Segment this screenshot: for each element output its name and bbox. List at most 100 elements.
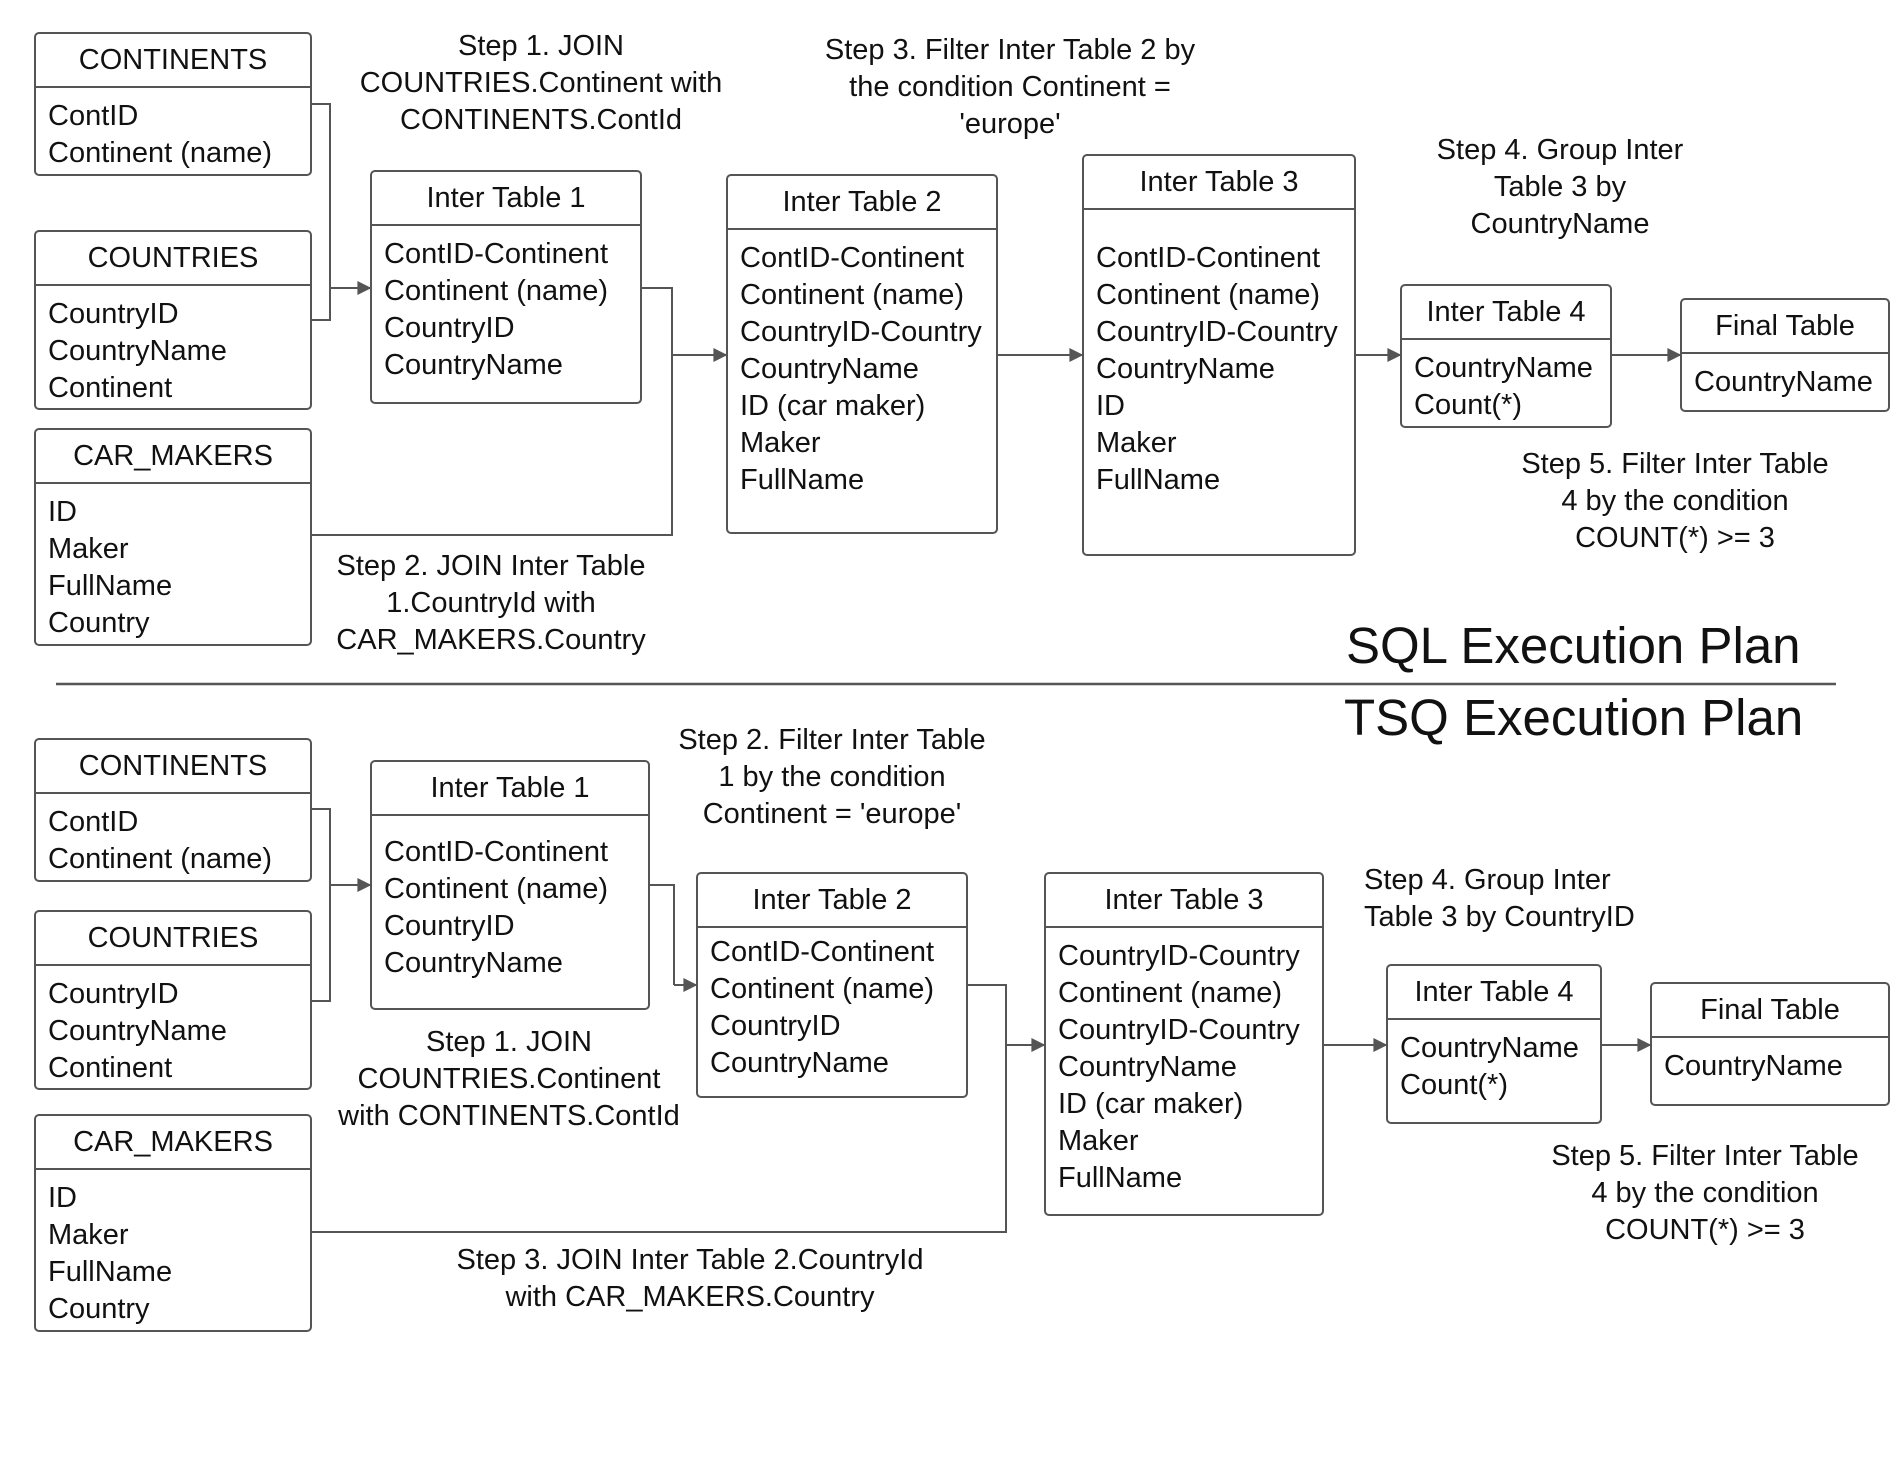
field: Maker <box>48 533 129 565</box>
tsq-plan-title: TSQ Execution Plan <box>1344 689 1804 746</box>
tsq-final-table: Final Table CountryName <box>1650 982 1890 1106</box>
field: CountryName <box>1414 352 1593 384</box>
note-line: COUNT(*) >= 3 <box>1605 1214 1805 1246</box>
field: Count(*) <box>1414 389 1522 421</box>
table-header: Inter Table 2 <box>698 874 966 928</box>
field: CountryName <box>710 1047 889 1079</box>
note-line: CAR_MAKERS.Country <box>336 624 646 656</box>
field-list: ContID Continent (name) <box>36 88 310 172</box>
field: FullName <box>48 1256 173 1288</box>
tsq-inter-table-4: Inter Table 4 CountryName Count(*) <box>1386 964 1602 1124</box>
field: CountryName <box>740 353 919 385</box>
table-header: CAR_MAKERS <box>36 1116 310 1170</box>
field-list: ContID-Continent Continent (name) Countr… <box>1084 210 1354 499</box>
tsq-step-3-note: Step 3. JOIN Inter Table 2.CountryId wit… <box>430 1242 950 1316</box>
field-list: ContID-Continent Continent (name) Countr… <box>372 816 648 982</box>
sql-connector-continents-to-inter1 <box>310 103 331 288</box>
note-line: COUNTRIES.Continent with <box>359 67 723 99</box>
table-header: Inter Table 2 <box>728 176 996 230</box>
tsq-table-continents: CONTINENTS ContID Continent (name) <box>34 738 312 882</box>
field: FullName <box>48 570 173 602</box>
note-line: CONTINENTS.ContId <box>400 104 682 136</box>
tsq-step-4-note: Step 4. Group Inter Table 3 by CountryID <box>1364 862 1635 936</box>
note-line: with CONTINENTS.ContId <box>338 1100 680 1132</box>
tsq-connector-inter1-to-inter2 <box>648 884 675 985</box>
field-list: ContID-Continent Continent (name) Countr… <box>372 226 640 384</box>
field: CountryName <box>1400 1032 1579 1064</box>
table-header: Inter Table 4 <box>1402 286 1610 340</box>
table-header: CONTINENTS <box>36 34 310 88</box>
field: ID (car maker) <box>1058 1088 1244 1120</box>
note-line: Step 1. JOIN <box>457 30 624 62</box>
field: Country <box>48 1293 150 1325</box>
field: Continent <box>48 1052 173 1084</box>
note-line: Step 3. JOIN Inter Table 2.CountryId <box>456 1244 924 1276</box>
field: Country <box>48 607 150 639</box>
field-list: ContID-Continent Continent (name) Countr… <box>698 928 966 1082</box>
table-header: Final Table <box>1652 984 1888 1038</box>
sql-table-continents: CONTINENTS ContID Continent (name) <box>34 32 312 176</box>
field: ID <box>1096 390 1125 422</box>
field: Continent (name) <box>384 275 609 307</box>
sql-inter-table-1: Inter Table 1 ContID-Continent Continent… <box>370 170 642 404</box>
note-line: Step 5. Filter Inter Table <box>1521 448 1829 480</box>
tsq-connector-countries-to-inter1 <box>310 885 331 1002</box>
field: Continent (name) <box>1096 279 1321 311</box>
note-line: Step 4. Group Inter <box>1364 864 1611 896</box>
sql-plan-title: SQL Execution Plan <box>1346 617 1801 674</box>
field: Maker <box>1058 1125 1139 1157</box>
field: ID (car maker) <box>740 390 926 422</box>
field: ContID <box>48 806 139 838</box>
field: Continent <box>48 372 173 404</box>
note-line: COUNT(*) >= 3 <box>1575 522 1775 554</box>
field: CountryName <box>384 349 563 381</box>
sql-step-4-note: Step 4. Group Inter Table 3 by CountryNa… <box>1410 132 1710 243</box>
field: CountryName <box>48 1015 227 1047</box>
field: Continent (name) <box>740 279 965 311</box>
field: FullName <box>1096 464 1221 496</box>
field: CountryName <box>1058 1051 1237 1083</box>
sql-inter-table-3: Inter Table 3 ContID-Continent Continent… <box>1082 154 1356 556</box>
field: ContID <box>48 100 139 132</box>
sql-connector-inter1-to-inter2 <box>640 287 673 355</box>
note-line: the condition Continent = <box>849 71 1171 103</box>
field: Maker <box>48 1219 129 1251</box>
sql-table-countries: COUNTRIES CountryID CountryName Continen… <box>34 230 312 410</box>
field: CountryName <box>48 335 227 367</box>
sql-step-1-note: Step 1. JOIN COUNTRIES.Continent with CO… <box>346 28 736 139</box>
note-line: CountryName <box>1470 208 1650 240</box>
sql-step-3-note: Step 3. Filter Inter Table 2 by the cond… <box>800 32 1220 143</box>
tsq-step-5-note: Step 5. Filter Inter Table 4 by the cond… <box>1530 1138 1880 1249</box>
note-line: 1 by the condition <box>718 761 946 793</box>
sql-step-2-note: Step 2. JOIN Inter Table 1.CountryId wit… <box>316 548 666 659</box>
field: CountryName <box>1694 366 1873 398</box>
sql-table-car-makers: CAR_MAKERS ID Maker FullName Country <box>34 428 312 646</box>
field: ContID-Continent <box>384 238 609 270</box>
note-line: 'europe' <box>959 108 1061 140</box>
tsq-table-car-makers: CAR_MAKERS ID Maker FullName Country <box>34 1114 312 1332</box>
sql-connector-countries-to-inter1 <box>310 288 331 321</box>
field-list: CountryName Count(*) <box>1402 340 1610 424</box>
note-line: Table 3 by CountryID <box>1364 901 1635 933</box>
field: Maker <box>1096 427 1177 459</box>
field: CountryName <box>384 947 563 979</box>
field-list: CountryID-Country Continent (name) Count… <box>1046 928 1322 1197</box>
table-header: CAR_MAKERS <box>36 430 310 484</box>
table-header: COUNTRIES <box>36 232 310 286</box>
field-list: CountryName <box>1652 1038 1888 1085</box>
table-header: Inter Table 4 <box>1388 966 1600 1020</box>
field: ID <box>48 1182 77 1214</box>
note-line: Step 3. Filter Inter Table 2 by <box>824 34 1196 66</box>
sql-inter-table-2: Inter Table 2 ContID-Continent Continent… <box>726 174 998 534</box>
table-header: Final Table <box>1682 300 1888 354</box>
tsq-step-1-note: Step 1. JOIN COUNTRIES.Continent with CO… <box>318 1024 700 1135</box>
note-line: Step 5. Filter Inter Table <box>1551 1140 1859 1172</box>
field: CountryID-Country <box>1096 316 1338 348</box>
field: ContID-Continent <box>740 242 965 274</box>
field-list: CountryID CountryName Continent <box>36 286 310 407</box>
field: ID <box>48 496 77 528</box>
note-line: 4 by the condition <box>1561 485 1789 517</box>
table-header: CONTINENTS <box>36 740 310 794</box>
tsq-connector-inter2-to-inter3 <box>966 984 1007 1045</box>
field: Continent (name) <box>1058 977 1283 1009</box>
